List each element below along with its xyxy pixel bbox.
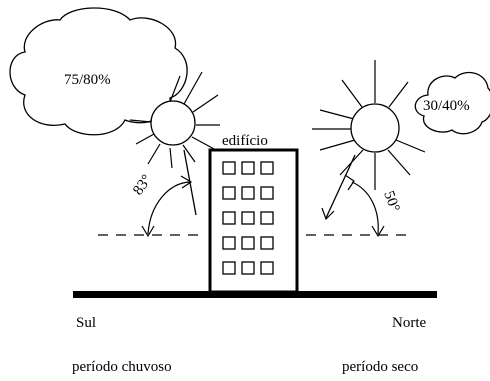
window (222, 236, 236, 250)
angle-left-arrowhead-bottom (141, 225, 155, 238)
window (260, 186, 274, 200)
angle-left-arc (147, 181, 191, 235)
window (222, 186, 236, 200)
angle-right-ray-arrowhead (321, 207, 335, 221)
window (241, 161, 255, 175)
window (260, 211, 274, 225)
cloud-right (414, 71, 490, 135)
cloud-left-label: 75/80% (64, 72, 111, 88)
dry-period-label: período seco (342, 359, 418, 375)
window (241, 186, 255, 200)
window (222, 161, 236, 175)
rainy-period-label: período chuvoso (72, 359, 172, 375)
angle-left-label: 83° (130, 172, 155, 198)
angle-right-label: 50° (380, 189, 402, 214)
window (260, 236, 274, 250)
window (222, 211, 236, 225)
sun-right (350, 103, 400, 153)
cloud-left (9, 7, 188, 136)
angle-right-arrowhead-top (344, 174, 355, 191)
building-windows (222, 161, 274, 275)
sun-left (150, 100, 196, 146)
window (241, 261, 255, 275)
angle-right-arc (351, 181, 379, 235)
ground-line (73, 291, 437, 298)
window (222, 261, 236, 275)
window (260, 161, 274, 175)
window (241, 236, 255, 250)
sun-right-rays (312, 60, 426, 190)
cloud-right-label: 30/40% (423, 98, 470, 114)
south-label: Sul (76, 315, 96, 331)
angle-right-arrowhead-bottom (371, 225, 385, 238)
sun-left-rays (129, 71, 220, 169)
window (241, 211, 255, 225)
north-label: Norte (392, 315, 426, 331)
building-label: edifício (222, 133, 268, 149)
angle-left-arrowhead-top (180, 175, 193, 189)
angle-right-ray (325, 154, 356, 219)
window (260, 261, 274, 275)
